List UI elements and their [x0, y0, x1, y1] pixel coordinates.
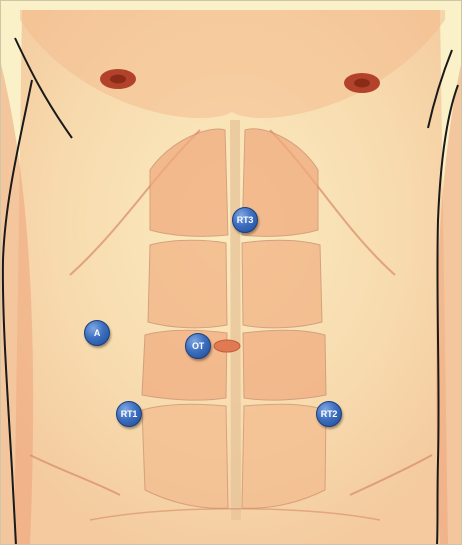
rectus-segment-right-2: [242, 240, 322, 328]
port-marker-rt2[interactable]: RT2: [316, 401, 342, 427]
port-marker-a[interactable]: A: [84, 320, 110, 346]
navel: [214, 340, 240, 352]
port-marker-rt1[interactable]: RT1: [116, 401, 142, 427]
rectus-segment-right-3: [243, 330, 326, 400]
rectus-segment-left-3: [142, 330, 227, 400]
nipple-left-center: [110, 75, 126, 84]
rectus-segment-left-2: [148, 240, 227, 328]
port-marker-ot[interactable]: OT: [185, 333, 211, 359]
nipple-right-center: [354, 79, 370, 88]
port-marker-rt3[interactable]: RT3: [232, 207, 258, 233]
rectus-segment-right-4: [242, 404, 326, 508]
linea-alba: [235, 120, 236, 520]
rectus-segment-left-4: [142, 404, 228, 508]
